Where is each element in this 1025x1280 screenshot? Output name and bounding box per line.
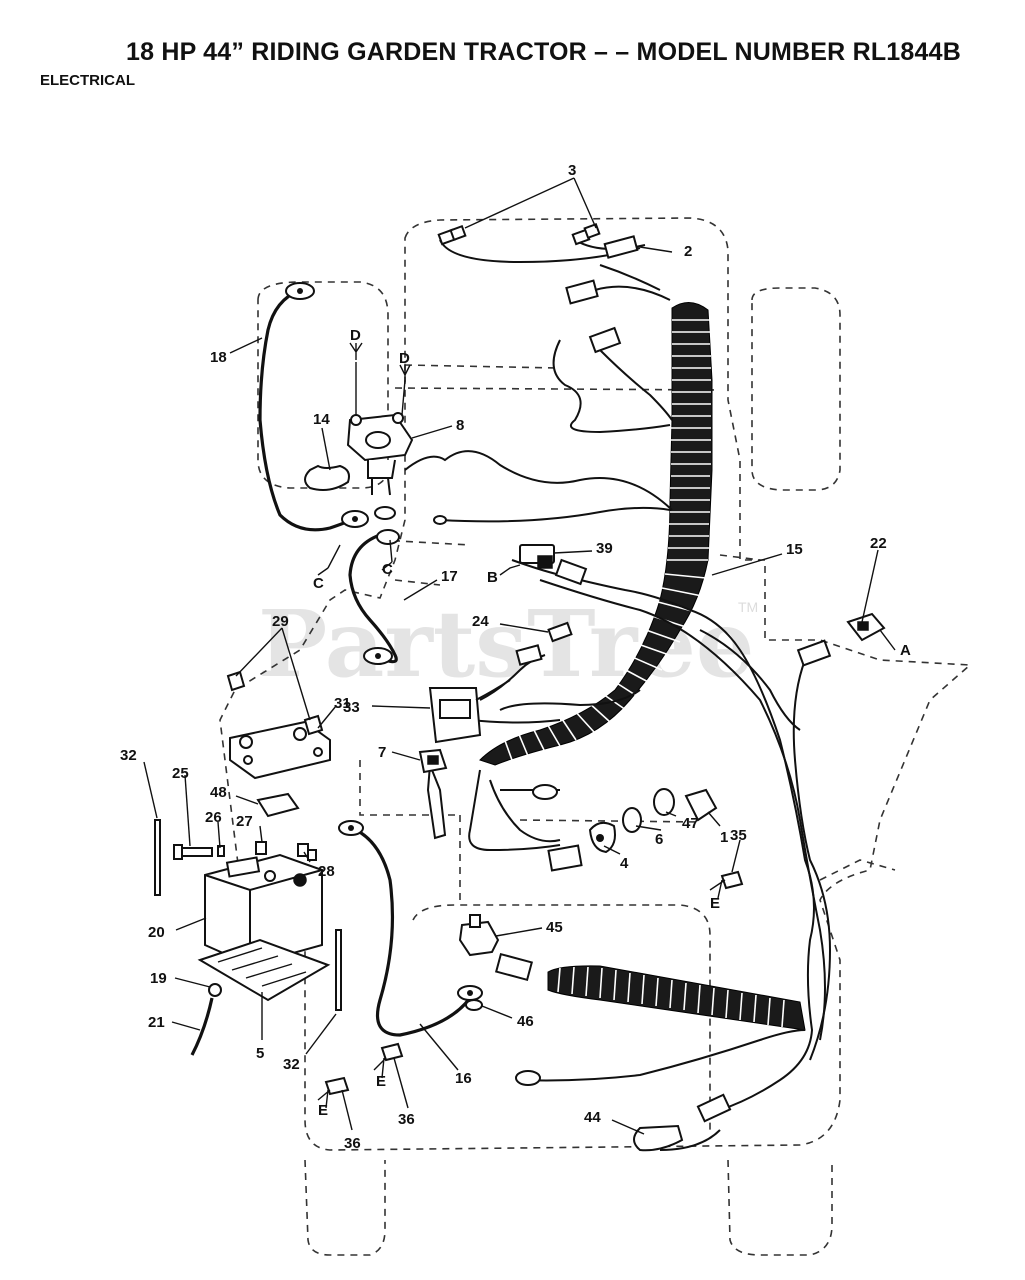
reference-b: B	[487, 569, 498, 586]
callout-16: 16	[455, 1070, 472, 1087]
nut-6	[622, 807, 642, 833]
reference-a: A	[900, 642, 911, 659]
terminal	[433, 515, 447, 525]
connector-24	[515, 644, 543, 666]
callout-32-lower: 32	[283, 1056, 300, 1073]
starter-solenoid	[346, 362, 414, 496]
watermark-trademark: TM	[738, 599, 758, 615]
switch-44	[633, 1124, 684, 1152]
reference-letters: D D C C B A E E E	[313, 327, 911, 1119]
washer-46	[465, 999, 483, 1011]
switch-45	[458, 920, 500, 957]
callout-20: 20	[148, 924, 165, 941]
callout-1: 1	[720, 829, 728, 846]
cable-17	[348, 533, 398, 664]
cable-16	[351, 826, 472, 1037]
callout-32-upper: 32	[120, 747, 137, 764]
lower-harness-conduit	[547, 965, 806, 1031]
terminal-boot	[304, 464, 350, 491]
callout-35: 35	[730, 827, 747, 844]
ignition-switch	[588, 821, 616, 854]
callout-4: 4	[620, 855, 629, 872]
reference-e-left: E	[318, 1102, 328, 1119]
ground-clips	[324, 870, 744, 1096]
connector	[588, 326, 622, 354]
callout-19: 19	[150, 970, 167, 987]
callout-45: 45	[546, 919, 563, 936]
reference-d-left: D	[350, 327, 361, 344]
callout-47: 47	[682, 815, 699, 832]
callout-28: 28	[318, 863, 335, 880]
reference-e-right: E	[710, 895, 720, 912]
callout-7: 7	[378, 744, 386, 761]
reference-e-middle: E	[376, 1073, 386, 1090]
pad-48	[256, 792, 300, 818]
leader-lines	[143, 177, 896, 1135]
connector	[554, 558, 588, 586]
callout-39: 39	[596, 540, 613, 557]
callout-2: 2	[684, 243, 692, 260]
callout-15: 15	[786, 541, 803, 558]
reference-c-right: C	[382, 561, 393, 578]
callout-46: 46	[517, 1013, 534, 1030]
tractor-frame-outline	[219, 217, 973, 1256]
callout-24: 24	[472, 613, 489, 630]
wing-nuts-29	[226, 670, 324, 736]
reference-d-right: D	[399, 350, 410, 367]
section-subtitle: ELECTRICAL	[40, 72, 135, 89]
callout-17: 17	[441, 568, 458, 585]
battery-tray	[197, 938, 331, 1002]
page-title: 18 HP 44” RIDING GARDEN TRACTOR – – MODE…	[126, 38, 961, 66]
callout-29: 29	[272, 613, 289, 630]
headlight-harness	[437, 222, 671, 305]
washer	[376, 529, 400, 545]
callout-6: 6	[655, 831, 663, 848]
callout-14: 14	[313, 411, 330, 428]
callout-22: 22	[870, 535, 887, 552]
connector	[796, 639, 832, 667]
callout-26: 26	[205, 809, 222, 826]
connector	[696, 1093, 732, 1123]
relay-39-plug	[537, 555, 553, 569]
callout-5: 5	[256, 1045, 264, 1062]
callout-8: 8	[456, 417, 464, 434]
reference-markers	[317, 342, 726, 1109]
ring-terminal	[532, 784, 558, 800]
callout-44: 44	[584, 1109, 601, 1126]
harness-wires	[404, 339, 832, 1151]
callout-21: 21	[148, 1014, 165, 1031]
callout-36-right: 36	[398, 1111, 415, 1128]
callout-48: 48	[210, 784, 227, 801]
callout-36-left: 36	[344, 1135, 361, 1152]
hour-meter	[428, 679, 511, 744]
ring-terminal	[515, 1070, 541, 1086]
washer	[374, 506, 396, 520]
callout-18: 18	[210, 349, 227, 366]
callout-27: 27	[236, 813, 253, 830]
callout-33: 33	[343, 699, 360, 716]
connector	[547, 844, 583, 872]
cable-18	[258, 288, 356, 532]
hardware	[154, 819, 342, 1056]
lock-washer-47	[653, 788, 675, 816]
reference-c-left: C	[313, 575, 324, 592]
fuse-24	[547, 621, 573, 643]
callout-3: 3	[568, 162, 576, 179]
connector	[494, 952, 534, 982]
callout-31: 31	[334, 695, 351, 712]
callout-labels: 3 2 18 14 8 15 22 39 17 24 29 31 33 7 1 …	[120, 162, 887, 1152]
callout-25: 25	[172, 765, 189, 782]
terminal-lead	[426, 764, 447, 840]
battery	[204, 853, 323, 967]
